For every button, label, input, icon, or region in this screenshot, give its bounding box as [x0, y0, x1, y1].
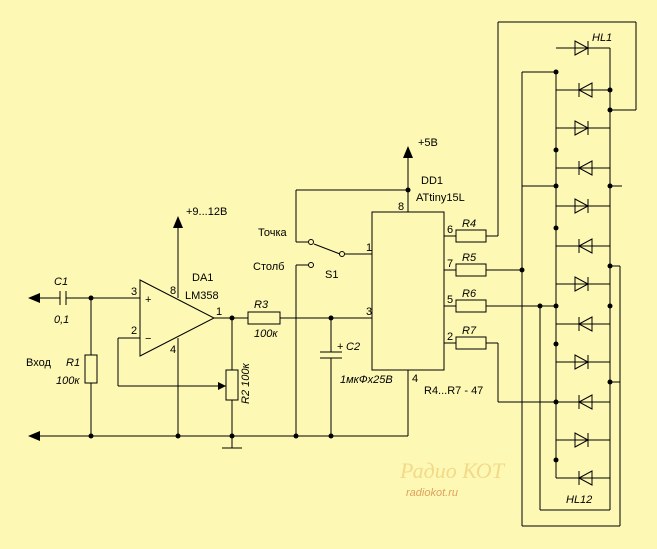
label-mcu-supply: +5В: [418, 137, 438, 149]
label-opamp-supply: +9...12В: [186, 206, 227, 218]
label-c2: C2: [346, 341, 360, 353]
input-arrow: [28, 293, 40, 303]
label-opamp-pin8: 8: [170, 285, 176, 297]
switch-s1: [293, 189, 408, 439]
label-mcu-pin6: 6: [447, 224, 453, 236]
led: [556, 316, 610, 332]
label-mcu-pin4: 4: [412, 373, 418, 385]
led: [556, 82, 610, 98]
opamp-output: [214, 311, 372, 439]
label-r5: R5: [462, 252, 477, 264]
label-dd1-type: ATtiny15L: [416, 192, 465, 204]
led: [556, 160, 610, 176]
resistor-r3: [247, 311, 281, 325]
junctions: [553, 69, 613, 463]
label-hl1: HL1: [592, 32, 612, 44]
led: [556, 432, 610, 448]
label-mcu-pin7: 7: [447, 258, 453, 270]
label-r4: R4: [462, 218, 476, 230]
resistor-r4: [455, 229, 487, 243]
led: [556, 276, 610, 292]
label-dd1: DD1: [421, 175, 443, 187]
label-opamp-pin2: 2: [131, 325, 137, 337]
label-r3: R3: [254, 299, 269, 311]
label-r2: R2 100к: [240, 363, 252, 404]
label-c2-value: 1мкФх25В: [340, 374, 393, 386]
watermark-brand: Радио КОТ: [399, 458, 506, 483]
led: [556, 354, 610, 370]
label-mcu-pin5: 5: [447, 294, 453, 306]
opamp-da1: [117, 216, 226, 439]
label-switch-stolb: Столб: [253, 261, 284, 273]
label-r7: R7: [462, 325, 477, 337]
label-opamp-minus: −: [145, 333, 151, 345]
label-r1: R1: [66, 357, 80, 369]
label-da1: DA1: [192, 272, 213, 284]
led-hl1: [556, 40, 610, 56]
label-r3-value: 100к: [254, 328, 278, 340]
opamp-supply-arrow: [173, 216, 183, 228]
label-mcu-pin3: 3: [366, 306, 372, 318]
led: [556, 238, 610, 254]
ground-arrow: [28, 431, 40, 441]
label-s1: S1: [325, 269, 338, 281]
label-input: Вход: [26, 357, 51, 369]
mcu-supply-arrow: [403, 146, 413, 158]
watermark: Радио КОТ radiokot.ru: [399, 458, 506, 499]
label-c2-plus: +: [337, 341, 343, 353]
label-hl12: HL12: [566, 494, 592, 506]
resistor-r5: [455, 263, 487, 277]
label-r1-value: 100к: [56, 375, 80, 387]
label-opamp-pin3: 3: [131, 286, 137, 298]
resistor-r2: [225, 369, 239, 401]
resistor-r7: [455, 336, 487, 350]
resistor-r1: [84, 354, 98, 384]
watermark-site: radiokot.ru: [406, 487, 458, 499]
label-opamp-pin4: 4: [170, 344, 176, 356]
label-c1-value: 0,1: [54, 314, 69, 326]
led-hl12: [556, 470, 610, 486]
ground-bus: [28, 431, 408, 449]
label-mcu-pin1: 1: [366, 242, 372, 254]
label-opamp-pin1: 1: [216, 306, 222, 318]
led: [556, 198, 610, 214]
label-r6: R6: [462, 288, 477, 300]
capacitor-c1: [59, 291, 67, 305]
led: [556, 120, 610, 136]
label-mcu-pin2: 2: [447, 331, 453, 343]
led-matrix-wiring: [486, 21, 637, 527]
label-mcu-pin8: 8: [398, 201, 404, 213]
label-opamp-plus: +: [145, 294, 151, 306]
led: [556, 394, 610, 410]
label-resistor-note: R4...R7 - 47: [424, 385, 483, 397]
label-switch-tochka: Точка: [258, 227, 288, 239]
label-da1-type: LM358: [185, 290, 219, 302]
labels: C1 0,1 Вход R1 100к +9...12В DA1 LM358 3…: [26, 32, 612, 506]
label-c1: C1: [54, 276, 68, 288]
resistor-r6: [455, 299, 487, 313]
led-array: [556, 40, 610, 486]
